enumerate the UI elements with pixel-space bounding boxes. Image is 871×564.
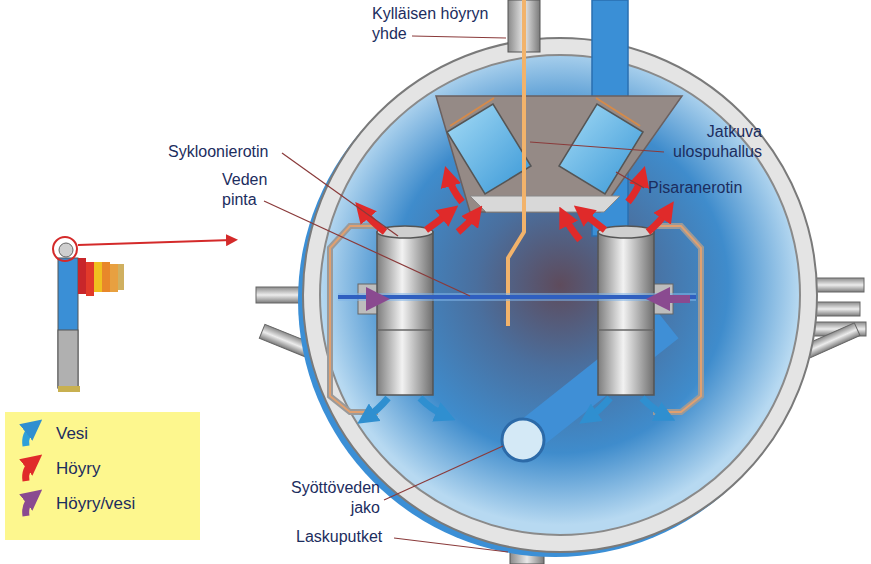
part-label: Pisaranerotin xyxy=(648,178,768,198)
part-label: Veden pinta xyxy=(222,170,282,210)
part-label: Kylläisen höyryn yhde xyxy=(372,4,512,44)
legend-text: Vesi xyxy=(56,424,88,444)
legend-text: Höyry/vesi xyxy=(56,494,135,514)
legend-text: Höyry xyxy=(56,459,100,479)
part-label: Jatkuva ulospuhallus xyxy=(640,122,762,162)
part-label: Syöttöveden jako xyxy=(270,478,380,518)
part-label: Sykloonierotin xyxy=(168,142,308,162)
part-label: Laskuputket xyxy=(296,527,416,547)
